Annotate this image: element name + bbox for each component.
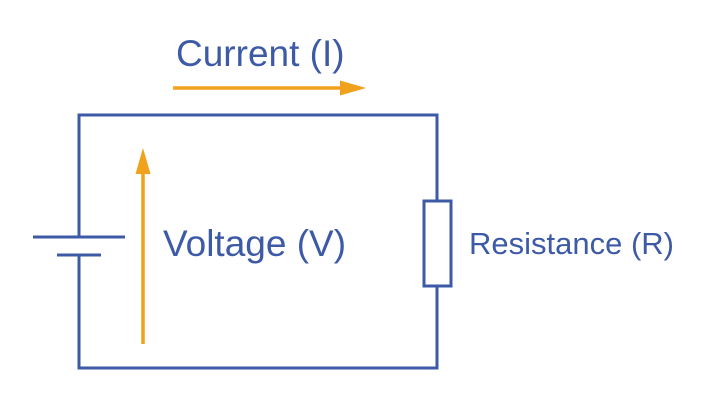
resistor-icon bbox=[422, 199, 453, 288]
voltage-label: Voltage (V) bbox=[163, 223, 346, 264]
voltage-arrow-head bbox=[135, 148, 151, 174]
voltage-arrow-icon bbox=[135, 148, 151, 344]
current-label: Current (I) bbox=[176, 33, 345, 74]
current-arrow-icon bbox=[173, 80, 366, 96]
resistance-label: Resistance (R) bbox=[469, 226, 674, 261]
circuit-wires bbox=[77, 113, 439, 370]
current-arrow-head bbox=[340, 80, 366, 96]
battery-icon bbox=[33, 235, 125, 257]
